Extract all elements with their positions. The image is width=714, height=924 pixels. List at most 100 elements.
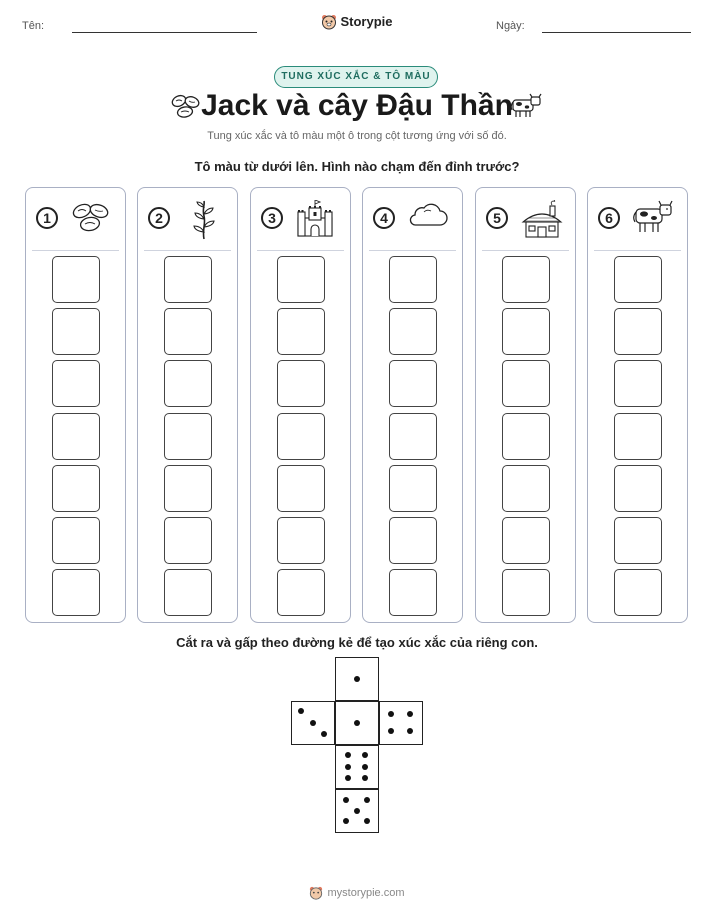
cottage-icon [521, 199, 563, 238]
column-number: 5 [486, 207, 508, 229]
dice-pip [345, 774, 352, 781]
color-cell[interactable] [502, 517, 550, 564]
color-cell[interactable] [389, 412, 437, 460]
color-cell[interactable] [164, 569, 212, 617]
column-number: 4 [373, 207, 395, 229]
color-cell[interactable] [277, 464, 325, 512]
dice-pip [353, 675, 360, 682]
column-picture [295, 199, 335, 243]
name-label: Tên: [22, 20, 45, 32]
color-cell[interactable] [614, 464, 662, 512]
activity-badge: TUNG XÚC XẮC & TÔ MÀU [274, 66, 438, 88]
color-cell[interactable] [164, 256, 212, 303]
color-cell[interactable] [389, 517, 437, 564]
color-cell[interactable] [52, 412, 100, 460]
cow-icon [510, 93, 542, 117]
dice-pip [353, 807, 360, 814]
color-cell[interactable] [164, 308, 212, 356]
beans-icon [72, 203, 109, 232]
column-number: 3 [261, 207, 283, 229]
dice-pip [343, 797, 350, 804]
dice-pip [361, 763, 368, 770]
coloring-instruction: Tô màu từ dưới lên. Hình nào chạm đến đỉ… [194, 159, 520, 174]
color-cell[interactable] [389, 569, 437, 617]
dice-pip [361, 774, 368, 781]
dice-pip [298, 708, 305, 715]
dice-pip [363, 797, 370, 804]
column-number: 6 [598, 207, 620, 229]
color-cell[interactable] [614, 569, 662, 617]
column-divider [257, 250, 344, 251]
column-divider [482, 250, 569, 251]
column-number: 1 [36, 207, 58, 229]
color-cell[interactable] [52, 517, 100, 564]
column-5: 5 [475, 187, 576, 623]
color-cell[interactable] [614, 360, 662, 408]
cloud-icon [409, 203, 448, 226]
color-cell[interactable] [52, 569, 100, 617]
color-cell[interactable] [52, 256, 100, 303]
color-cell[interactable] [614, 308, 662, 356]
color-cell[interactable] [52, 464, 100, 512]
dice-pip [343, 817, 350, 824]
dice-face-1 [335, 701, 379, 745]
dice-pip [388, 727, 395, 734]
color-cell[interactable] [614, 517, 662, 564]
color-cell[interactable] [614, 256, 662, 303]
dice-face-1 [335, 657, 379, 701]
column-picture [182, 200, 226, 245]
date-label: Ngày: [496, 20, 525, 32]
color-cell[interactable] [502, 360, 550, 408]
color-cell[interactable] [164, 464, 212, 512]
color-cell[interactable] [277, 256, 325, 303]
color-cell[interactable] [389, 308, 437, 356]
column-divider [32, 250, 119, 251]
subtitle: Tung xúc xắc và tô màu một ô trong cột t… [207, 130, 507, 142]
column-divider [369, 250, 456, 251]
column-4: 4 [362, 187, 463, 623]
color-cell[interactable] [277, 517, 325, 564]
column-2: 2 [137, 187, 238, 623]
dice-pip [363, 817, 370, 824]
brand: Storypie [0, 13, 714, 30]
color-cell[interactable] [502, 308, 550, 356]
color-cell[interactable] [502, 412, 550, 460]
color-cell[interactable] [277, 412, 325, 460]
color-cell[interactable] [277, 360, 325, 408]
beanstalk-icon [193, 200, 215, 240]
color-cell[interactable] [502, 569, 550, 617]
column-picture [520, 199, 564, 245]
color-cell[interactable] [389, 464, 437, 512]
color-cell[interactable] [502, 256, 550, 303]
column-1: 1 [25, 187, 126, 623]
footer-url[interactable]: mystorypie.com [327, 887, 405, 899]
color-cell[interactable] [502, 464, 550, 512]
dice-pip [345, 763, 352, 770]
color-cell[interactable] [52, 308, 100, 356]
dice-pip [388, 711, 395, 718]
date-line[interactable] [542, 32, 691, 33]
color-cell[interactable] [389, 360, 437, 408]
footer: mystorypie.com [0, 886, 714, 900]
column-divider [594, 250, 681, 251]
name-line[interactable] [72, 32, 257, 33]
column-number: 2 [148, 207, 170, 229]
color-cell[interactable] [614, 412, 662, 460]
dice-face-6 [335, 745, 379, 789]
dice-face-5 [335, 789, 379, 833]
color-cell[interactable] [164, 517, 212, 564]
bear-logo-icon [322, 14, 337, 30]
color-cell[interactable] [277, 308, 325, 356]
column-divider [144, 250, 231, 251]
beans-icon [171, 94, 200, 118]
dice-pip [406, 727, 413, 734]
cut-instruction: Cắt ra và gấp theo đường kẻ để tạo xúc x… [176, 635, 538, 650]
dice-pip [345, 752, 352, 759]
color-cell[interactable] [277, 569, 325, 617]
castle-icon [297, 199, 333, 237]
color-cell[interactable] [164, 360, 212, 408]
color-cell[interactable] [389, 256, 437, 303]
color-cell[interactable] [164, 412, 212, 460]
color-cell[interactable] [52, 360, 100, 408]
cow-icon [633, 200, 673, 232]
